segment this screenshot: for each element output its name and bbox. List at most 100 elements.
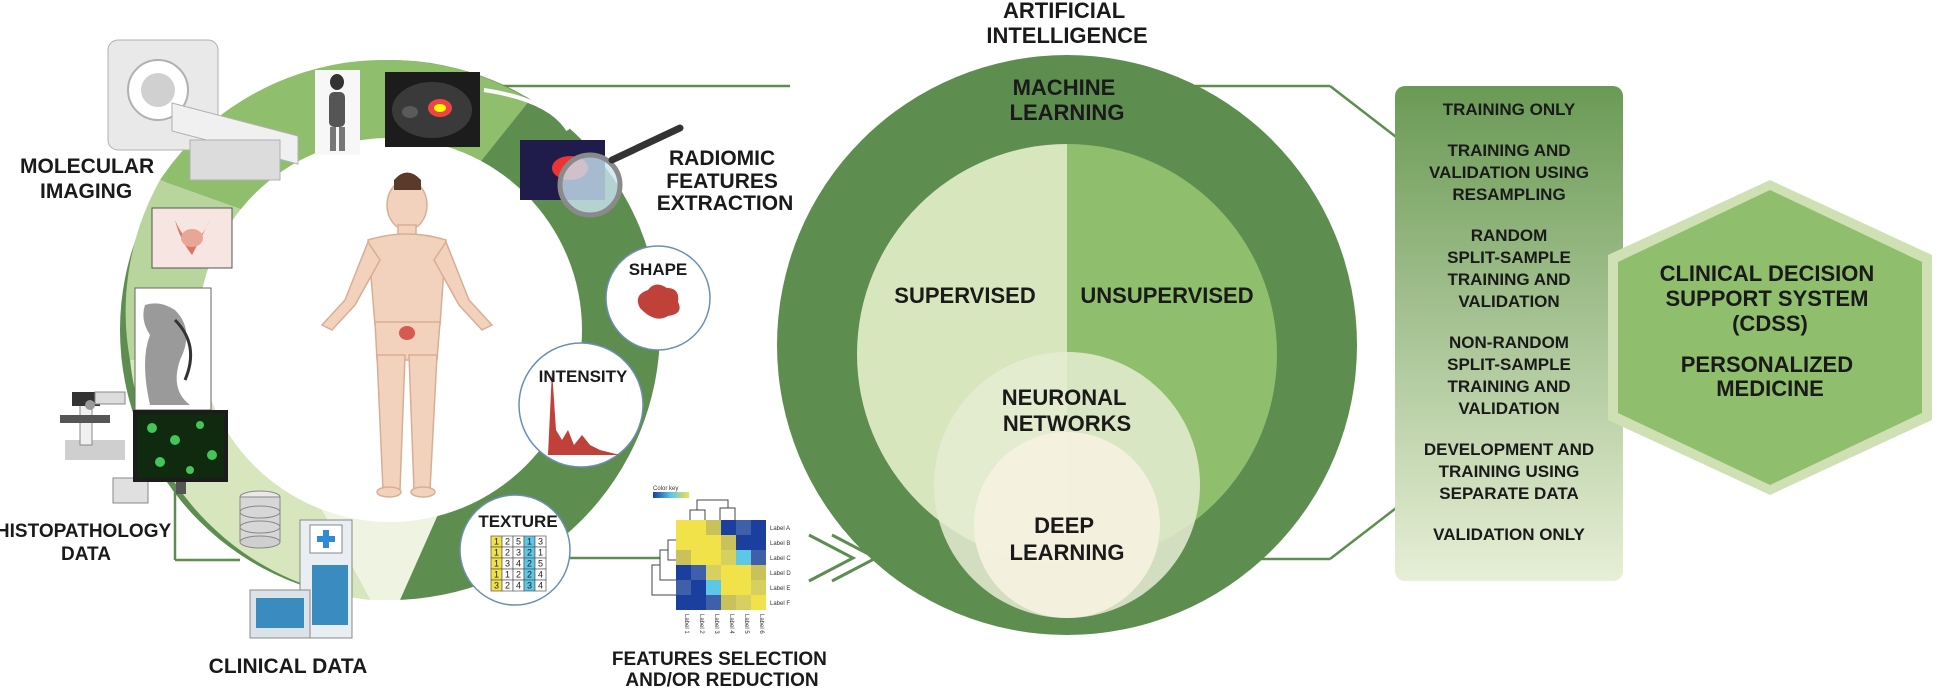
color-key-label: Color key (653, 486, 678, 492)
heatmap-cell (706, 535, 721, 550)
heatmap-row-label: Label C (770, 556, 791, 562)
ai-circle (777, 55, 1357, 635)
texture-cell-value: 2 (505, 581, 510, 591)
texture-cell-value: 1 (494, 559, 499, 569)
heatmap-cell (676, 580, 691, 595)
shape-label: SHAPE (629, 260, 688, 279)
heatmap-cell (706, 580, 721, 595)
intensity-label: INTENSITY (539, 367, 628, 386)
heatmap-cell (751, 565, 766, 580)
heatmap-col-label: Label 4 (728, 614, 734, 634)
artificial-intelligence-label: ARTIFICIAL INTELLIGENCE (986, 0, 1147, 48)
hospital-icon (249, 519, 353, 639)
texture-cell-value: 1 (494, 548, 499, 558)
heatmap-cell (736, 550, 751, 565)
texture-cell-value: 2 (505, 537, 510, 547)
heatmap-cell (751, 580, 766, 595)
texture-cell-value: 4 (516, 559, 521, 569)
validation-item: VALIDATION ONLY (1433, 525, 1585, 544)
heatmap-cell (691, 520, 706, 535)
heatmap-cell (751, 520, 766, 535)
histology-slide-icon (134, 287, 212, 411)
human-body-icon (320, 172, 494, 498)
pet-ct-slice-icon (385, 72, 480, 147)
texture-cell-value: 5 (538, 559, 543, 569)
heatmap-row-label: Label D (770, 571, 791, 577)
heatmap-cell (751, 535, 766, 550)
unsupervised-label: UNSUPERVISED (1080, 283, 1253, 308)
database-icon (239, 490, 281, 549)
radiomic-extraction-label: RADIOMIC FEATURES EXTRACTION (657, 147, 794, 215)
validation-item: TRAINING ONLY (1443, 100, 1576, 119)
heatmap-cell (736, 565, 751, 580)
heatmap-cells (676, 520, 766, 610)
texture-cell-value: 3 (516, 548, 521, 558)
molecular-imaging-label: MOLECULAR IMAGING (20, 155, 160, 203)
heatmap-cell (751, 550, 766, 565)
heatmap-cell (721, 580, 736, 595)
validation-box (1395, 86, 1623, 581)
supervised-label: SUPERVISED (894, 283, 1035, 308)
heatmap-cell (676, 535, 691, 550)
microscope-icon (60, 391, 149, 504)
texture-cell-value: 3 (494, 581, 499, 591)
heatmap-cell (691, 595, 706, 610)
heatmap-cell (721, 535, 736, 550)
texture-cell-value: 4 (538, 570, 543, 580)
heatmap-col-label: Label 3 (713, 614, 719, 634)
features-selection-label: FEATURES SELECTION AND/OR REDUCTION (612, 649, 832, 691)
texture-cell-value: 2 (505, 548, 510, 558)
heatmap-cell (736, 595, 751, 610)
heatmap-cell (691, 550, 706, 565)
deep-learning-label: DEEP LEARNING (1010, 513, 1125, 565)
monitor-icon (133, 410, 228, 494)
heatmap-cell (721, 595, 736, 610)
texture-cell-value: 2 (527, 570, 532, 580)
heatmap-row-label: Label E (770, 586, 790, 592)
prostate-anatomy-icon (151, 207, 233, 269)
heatmap-cell (706, 520, 721, 535)
texture-cell-value: 1 (527, 537, 532, 547)
pet-scanner-icon (107, 39, 299, 181)
heatmap-cell (676, 595, 691, 610)
heatmap-row-label: Label A (770, 526, 790, 532)
texture-cell-value: 3 (538, 537, 543, 547)
heatmap-cell (706, 595, 721, 610)
machine-learning-label: MACHINE LEARNING (1010, 75, 1125, 125)
heatmap-cell (736, 520, 751, 535)
heatmap-cell (721, 565, 736, 580)
neuronal-networks-label: NEURONAL NETWORKS (1002, 385, 1132, 436)
heatmap-cell (691, 535, 706, 550)
heatmap-cell (736, 535, 751, 550)
heatmap-col-label: Label 2 (698, 614, 704, 634)
texture-cell-value: 2 (527, 548, 532, 558)
personalized-medicine-label: PERSONALIZED MEDICINE (1681, 352, 1859, 401)
whole-body-scan-icon (315, 70, 360, 155)
texture-cell (534, 579, 547, 592)
texture-cell-value: 4 (538, 581, 543, 591)
texture-cell-value: 3 (527, 581, 532, 591)
heatmap-cell (706, 550, 721, 565)
heatmap-cell (736, 580, 751, 595)
heatmap-row-label: Label B (770, 541, 790, 547)
heatmap-cell (721, 520, 736, 535)
heatmap-cell (691, 580, 706, 595)
intensity-feature (518, 342, 644, 468)
texture-cell-value: 5 (516, 537, 521, 547)
texture-cell-value: 1 (538, 548, 543, 558)
heatmap-cell (691, 565, 706, 580)
texture-label: TEXTURE (478, 512, 557, 531)
heatmap-cell (676, 565, 691, 580)
heatmap-cell (751, 595, 766, 610)
texture-cell-value: 2 (516, 570, 521, 580)
